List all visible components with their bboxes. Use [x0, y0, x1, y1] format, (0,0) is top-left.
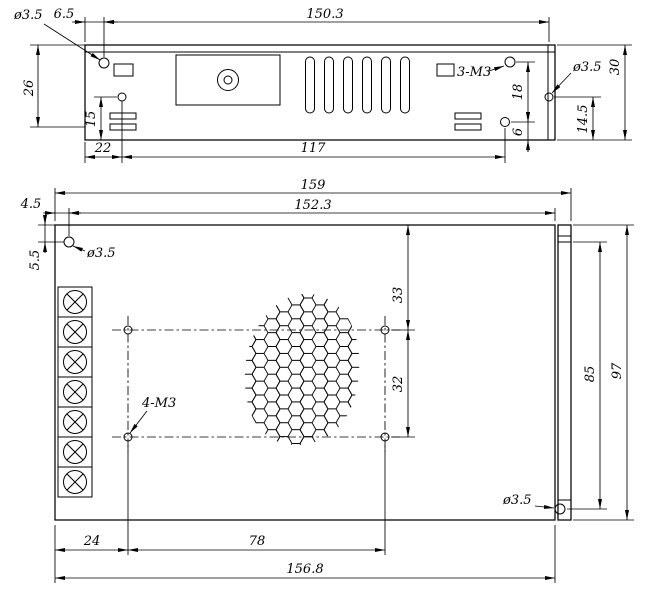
ac-inlet [175, 54, 281, 106]
mount-hole-c [123, 432, 133, 442]
mount-hole-d [380, 432, 390, 442]
plan-dim-4-5: 4.5 [20, 197, 42, 212]
side-dim-15: 15 [84, 111, 99, 128]
plan-dimensions: 159 152.3 4.5 5.5 ø3.5 33 32 [20, 178, 634, 583]
vent-honeycomb [244, 293, 360, 445]
side-view: ø3.5 6.5 150.3 26 15 22 117 3-M3 ø3.5 [13, 7, 632, 163]
side-dim-22: 22 [94, 141, 112, 156]
bars-right [454, 112, 482, 131]
mount-hole-a [123, 325, 133, 335]
hole-right-edge [544, 92, 554, 102]
plan-dim-32: 32 [391, 376, 406, 393]
hole-left-inner [117, 92, 127, 102]
plan-dim-97: 97 [610, 362, 625, 379]
side-dia-left-label: ø3.5 [13, 8, 43, 23]
terminal-screw [57, 466, 93, 498]
plan-dim-78: 78 [249, 534, 266, 549]
terminal-screw [57, 346, 93, 378]
side-dim-14-5: 14.5 [576, 105, 591, 134]
plan-dim-24: 24 [83, 534, 101, 549]
mount-hole-left [98, 57, 110, 69]
side-thread-label: 3-M3 [457, 65, 491, 80]
terminal-screw [57, 406, 93, 438]
mount-hole-b [380, 325, 390, 335]
side-dim-150-3: 150.3 [306, 7, 343, 22]
plan-dia-top-left-label: ø3.5 [86, 246, 116, 261]
plan-dim-85: 85 [583, 366, 598, 383]
plan-thread-label: 4-M3 [141, 396, 176, 411]
terminal-block [57, 286, 93, 498]
hole-right-bottom [500, 117, 510, 127]
side-view-outline [84, 44, 556, 141]
terminal-screw [57, 286, 93, 318]
terminal-screw [57, 316, 93, 348]
terminal-screw [57, 376, 93, 408]
plan-view: 159 152.3 4.5 5.5 ø3.5 33 32 [20, 178, 634, 583]
plan-dim-156-8: 156.8 [286, 562, 323, 577]
side-dim-117: 117 [301, 141, 327, 156]
plan-dim-152-3: 152.3 [294, 198, 331, 213]
plan-dim-5-5: 5.5 [28, 250, 43, 271]
bars-left [109, 112, 137, 131]
plan-dim-159: 159 [301, 178, 326, 193]
side-dim-30: 30 [608, 59, 623, 76]
side-dia-right-label: ø3.5 [572, 60, 602, 75]
hole-right-top [504, 56, 516, 68]
mount-hole-top-left [63, 236, 75, 248]
plan-dim-33: 33 [391, 287, 406, 304]
side-dim-6-5: 6.5 [54, 7, 75, 22]
terminal-screw [57, 436, 93, 468]
plan-view-outline [54, 224, 572, 521]
slot-top-left [113, 63, 134, 77]
side-dimensions: ø3.5 6.5 150.3 26 15 22 117 3-M3 ø3.5 [13, 7, 632, 163]
side-dim-26: 26 [22, 80, 37, 98]
mount-hole-bottom-right [554, 503, 566, 515]
side-dim-6: 6 [511, 128, 526, 136]
plan-dia-bottom-right-label: ø3.5 [502, 493, 532, 508]
slot-top-right [436, 63, 455, 77]
vent-slots-side [305, 56, 410, 114]
side-dim-18: 18 [511, 84, 526, 101]
